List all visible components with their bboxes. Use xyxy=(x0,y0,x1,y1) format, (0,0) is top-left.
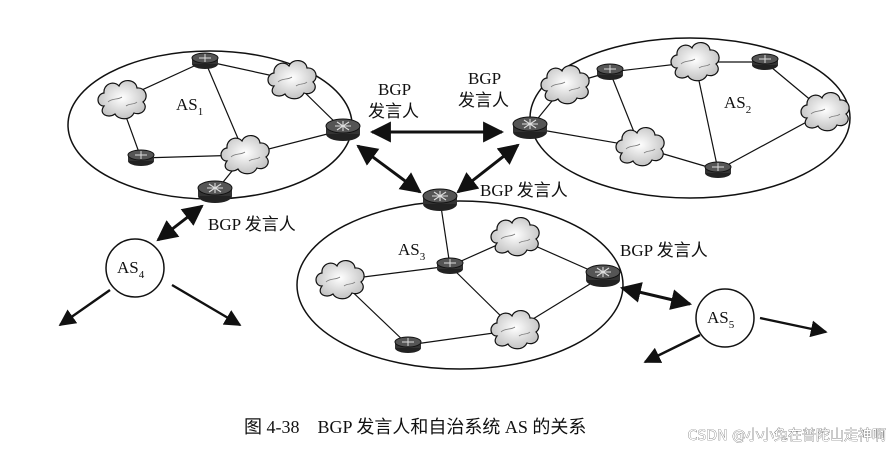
router-icon xyxy=(751,53,779,71)
cloud-icon xyxy=(800,91,850,132)
cloud-icon xyxy=(540,64,590,105)
cloud-icon xyxy=(97,79,147,120)
bgp-speaker-label-as3-top: BGP 发言人 xyxy=(480,181,568,200)
bgp-speaker-label-as2: 发言人 xyxy=(458,91,509,110)
as5-node xyxy=(695,288,755,348)
cloud-icon xyxy=(267,59,317,100)
as1-label: AS1 xyxy=(176,95,203,118)
as3-links xyxy=(339,199,604,346)
cloud-icon xyxy=(220,134,270,175)
cloud-icon xyxy=(615,126,665,167)
bgp-speaker-label-as1-top: 发言人 xyxy=(368,102,419,121)
router-icon xyxy=(704,161,732,179)
router-icon xyxy=(394,336,422,354)
router-icon xyxy=(596,63,624,81)
as4-label: AS4 xyxy=(117,258,145,281)
as3-label: AS3 xyxy=(398,240,426,263)
as4-node xyxy=(105,238,165,298)
bgp-speaker-label-as3-right: BGP 发言人 xyxy=(620,241,708,260)
routers xyxy=(127,52,779,354)
bgp-speaker-router-icon xyxy=(422,188,458,212)
cloud-icon xyxy=(315,259,365,300)
cloud-icon xyxy=(490,216,540,257)
router-icon xyxy=(127,149,155,167)
bgp-speaker-label-as1-bottom: BGP 发言人 xyxy=(208,215,296,234)
as5-label: AS5 xyxy=(707,308,735,331)
cloud-icon xyxy=(670,41,720,82)
as2-label: AS2 xyxy=(724,93,751,116)
router-icon xyxy=(191,52,219,70)
bgp-speaker-router-icon xyxy=(325,118,361,142)
watermark: CSDN @小小兔在普陀山走神啊 xyxy=(688,428,886,444)
figure-caption: 图 4-38 BGP 发言人和自治系统 AS 的关系 xyxy=(244,417,586,437)
bgp-speaker-label-as1-top: BGP xyxy=(378,80,411,99)
bgp-speaker-label-as2: BGP xyxy=(468,69,501,88)
cloud-icon xyxy=(490,309,540,350)
bgp-speaker-router-icon xyxy=(512,116,548,140)
inter-as-arrows xyxy=(58,121,828,364)
bgp-speaker-router-icon xyxy=(197,180,233,204)
bgp-speaker-router-icon xyxy=(585,264,621,288)
router-icon xyxy=(436,257,464,275)
